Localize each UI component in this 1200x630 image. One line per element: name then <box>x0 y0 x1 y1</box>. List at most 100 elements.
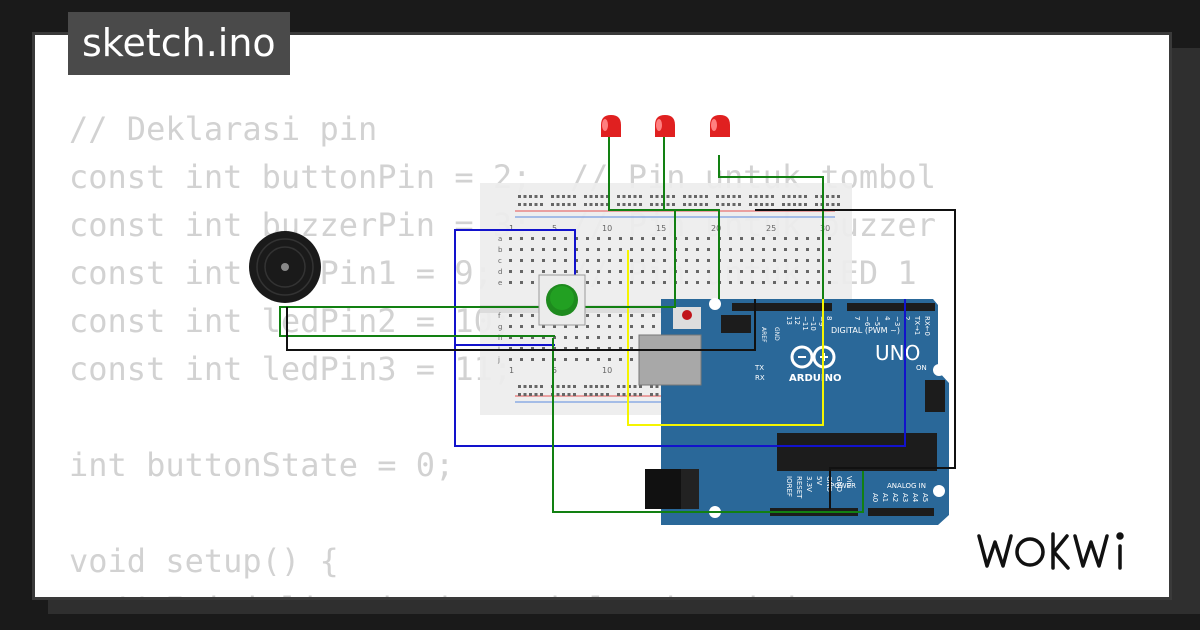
breadboard-hole <box>707 248 710 251</box>
breadboard-hole <box>732 195 736 198</box>
breadboard-hole <box>806 281 809 284</box>
breadboard-hole <box>622 385 626 388</box>
digital-header-right <box>847 303 935 311</box>
breadboard-hole <box>740 281 743 284</box>
breadboard-hole <box>630 336 633 339</box>
breadboard-row-letter: e <box>498 279 502 287</box>
breadboard-hole <box>630 237 633 240</box>
breadboard-hole <box>630 270 633 273</box>
led-highlight <box>711 119 717 131</box>
breadboard-hole <box>619 325 622 328</box>
wire-black[interactable] <box>755 209 956 509</box>
breadboard-column-number: 25 <box>766 224 776 233</box>
breadboard-hole <box>782 203 785 206</box>
breadboard-row-letter: b <box>498 246 503 254</box>
breadboard-hole <box>762 237 765 240</box>
breadboard-hole <box>562 195 565 198</box>
breadboard-hole <box>795 281 798 284</box>
breadboard-hole <box>828 237 831 240</box>
breadboard-column-number: 15 <box>656 224 666 233</box>
breadboard-hole <box>622 393 626 396</box>
wire-black[interactable] <box>286 299 756 351</box>
breadboard-hole <box>584 203 587 206</box>
wire-green[interactable] <box>609 209 720 299</box>
breadboard-hole <box>586 325 589 328</box>
code-line: int buttonState = 0; <box>69 446 455 484</box>
analog-header <box>868 508 934 516</box>
breadboard-hole <box>509 270 512 273</box>
arduino-uno[interactable]: DIGITAL (PWM ~) UNO ARDUINO TX RX ON POW… <box>638 298 949 525</box>
led-highlight <box>656 119 662 131</box>
pin-label: TX→1 <box>913 315 921 335</box>
breadboard-hole <box>518 195 521 198</box>
breadboard-hole <box>721 203 725 206</box>
pin-label: A0 <box>871 493 879 502</box>
breadboard-hole <box>685 248 688 251</box>
breadboard-hole <box>650 195 653 198</box>
wire-blue[interactable] <box>454 299 906 447</box>
push-button[interactable] <box>538 274 586 326</box>
buzzer[interactable] <box>249 231 321 303</box>
breadboard-column-number: 1 <box>509 224 514 233</box>
breadboard-hole <box>628 385 631 388</box>
breadboard-hole <box>573 393 576 396</box>
pin-label: ~3 <box>893 316 901 326</box>
buzzer-center <box>281 263 289 271</box>
breadboard-hole <box>806 237 809 240</box>
breadboard-hole <box>608 347 611 350</box>
breadboard-hole <box>630 248 633 251</box>
led-2[interactable] <box>655 115 675 137</box>
breadboard-hole <box>804 203 807 206</box>
breadboard-row-letter: j <box>497 356 500 364</box>
breadboard-hole <box>529 203 532 206</box>
push-button-cap-highlight <box>550 286 574 310</box>
breadboard-hole <box>619 248 622 251</box>
aref-label: AREF <box>760 327 767 343</box>
icsp-header-2 <box>925 380 945 412</box>
breadboard-hole <box>696 237 699 240</box>
breadboard-hole <box>817 270 820 273</box>
breadboard-hole <box>817 237 820 240</box>
breadboard-hole <box>826 195 829 198</box>
wire-green[interactable] <box>718 155 824 299</box>
breadboard-hole <box>540 203 543 206</box>
breadboard-hole <box>608 325 611 328</box>
wire-green[interactable] <box>552 338 864 513</box>
breadboard-column-number: 20 <box>711 224 721 233</box>
breadboard-hole <box>633 393 637 396</box>
breadboard-hole <box>696 248 699 251</box>
pin-label: RX←0 <box>923 316 931 336</box>
wires <box>279 125 956 513</box>
breadboard-hole <box>564 336 567 339</box>
breadboard-hole <box>597 259 600 262</box>
code-line: // Inisialisasi pin tombol sebagai input <box>69 585 936 597</box>
pin-label: A2 <box>891 493 899 502</box>
breadboard-hole <box>595 203 598 206</box>
breadboard-hole <box>630 259 633 262</box>
breadboard-hole <box>798 203 802 206</box>
breadboard-hole <box>685 237 688 240</box>
breadboard-hole <box>509 325 512 328</box>
led-1[interactable] <box>601 115 621 137</box>
breadboard-hole <box>815 203 818 206</box>
pin-label: ~11 <box>801 316 809 331</box>
breadboard-hole <box>531 314 534 317</box>
breadboard-hole <box>652 325 655 328</box>
power-jack-body <box>681 469 699 509</box>
breadboard-hole <box>773 270 776 273</box>
led-3[interactable] <box>710 115 730 137</box>
breadboard-hole <box>652 237 655 240</box>
breadboard-hole <box>595 195 598 198</box>
pin-label: A5 <box>921 493 929 502</box>
breadboard-row-letter: d <box>498 268 502 276</box>
breadboard-hole <box>509 259 512 262</box>
wire-yellow[interactable] <box>627 250 824 426</box>
breadboard-hole <box>762 248 765 251</box>
breadboard-hole <box>817 281 820 284</box>
breadboard-hole <box>773 248 776 251</box>
breadboard-hole <box>575 347 578 350</box>
breadboard-hole <box>553 336 556 339</box>
wire-green[interactable] <box>279 299 676 337</box>
breadboard-hole <box>652 314 655 317</box>
